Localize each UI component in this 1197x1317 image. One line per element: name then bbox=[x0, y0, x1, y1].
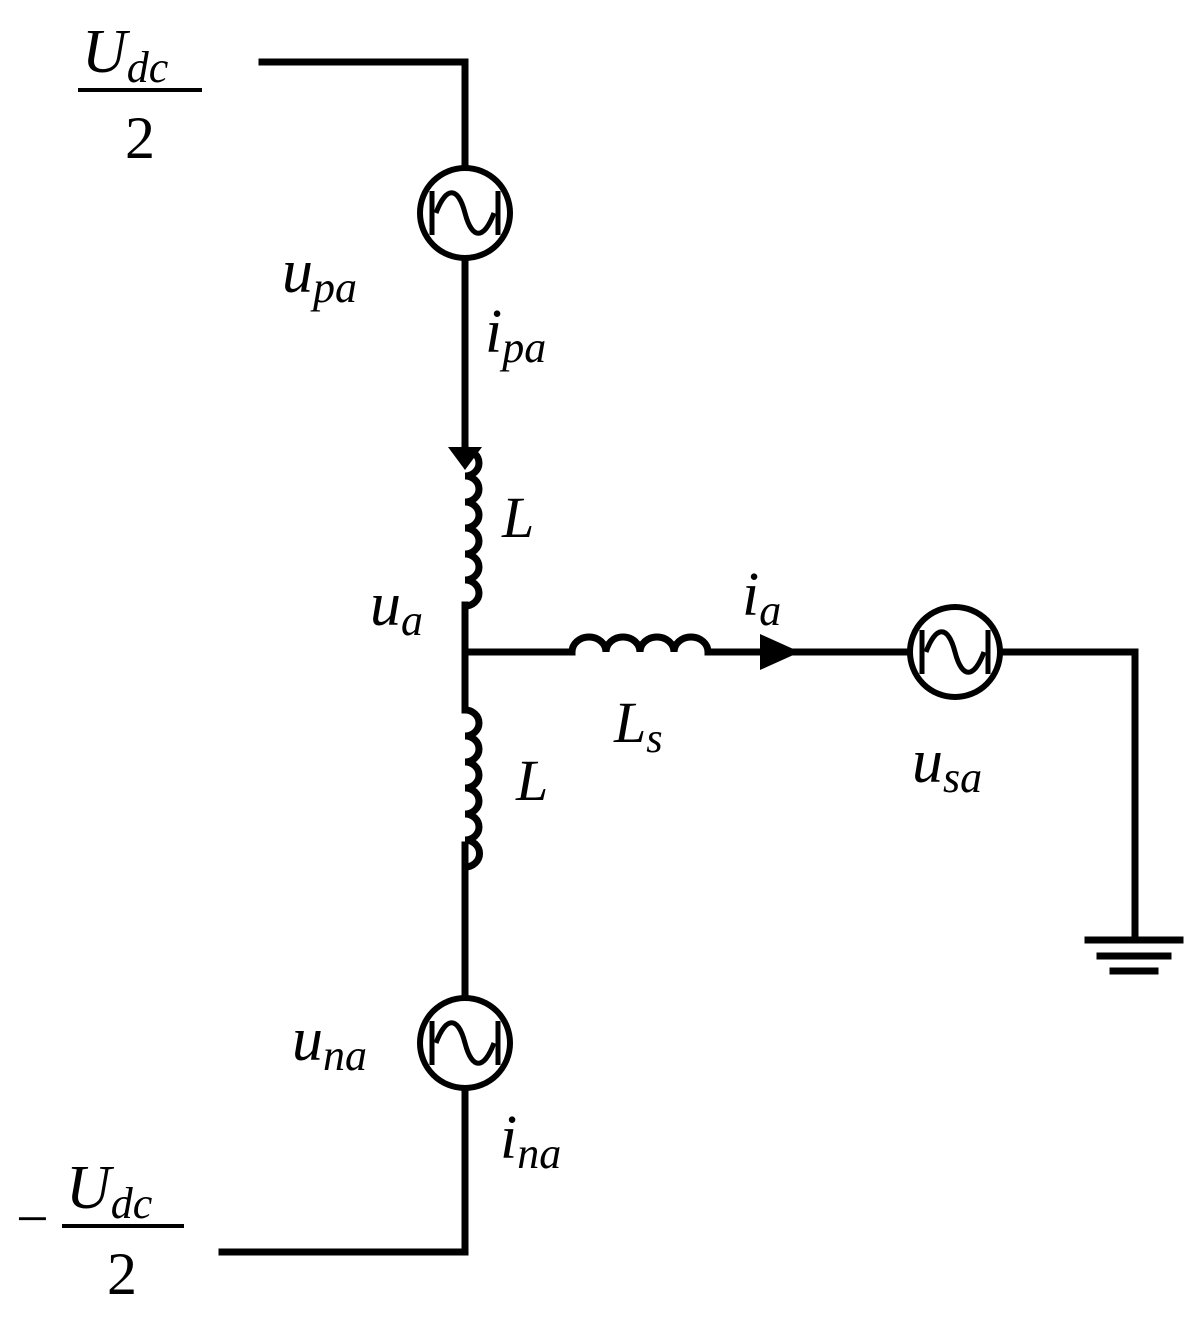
wire-dc-negative bbox=[218, 1086, 469, 1256]
label-u-a: ua bbox=[370, 571, 423, 645]
current-arrow-ia bbox=[760, 634, 800, 670]
label-u-na: una bbox=[292, 1006, 367, 1080]
inductor-L-top bbox=[461, 446, 483, 610]
ac-source-usa bbox=[907, 604, 1003, 700]
label-udc-half-positive: Udc 2 bbox=[78, 18, 202, 171]
wire-usa-to-ground bbox=[996, 648, 1139, 944]
label-i-na: ina bbox=[500, 1104, 561, 1178]
label-L-bottom: L bbox=[515, 748, 548, 813]
inductor-Ls bbox=[568, 633, 712, 656]
label-i-a: ia bbox=[742, 561, 781, 635]
svg-text:−: − bbox=[16, 1186, 49, 1251]
svg-text:2: 2 bbox=[125, 105, 155, 171]
label-udc-half-negative: − Udc 2 bbox=[16, 1154, 184, 1307]
label-u-sa: usa bbox=[912, 728, 982, 802]
wire-dc-positive bbox=[258, 58, 469, 172]
current-arrow-ipa bbox=[448, 447, 482, 470]
ac-source-una bbox=[417, 995, 513, 1091]
label-L-top: L bbox=[501, 485, 534, 550]
label-i-pa: ipa bbox=[485, 298, 546, 372]
ac-source-upa bbox=[417, 165, 513, 261]
label-u-pa: upa bbox=[282, 238, 357, 312]
label-L-s: Ls bbox=[613, 690, 663, 762]
inductor-L-bottom bbox=[461, 706, 483, 871]
svg-text:Udc: Udc bbox=[82, 18, 169, 92]
svg-text:2: 2 bbox=[107, 1241, 137, 1307]
svg-text:Udc: Udc bbox=[66, 1154, 153, 1228]
ground-icon bbox=[1084, 936, 1184, 975]
